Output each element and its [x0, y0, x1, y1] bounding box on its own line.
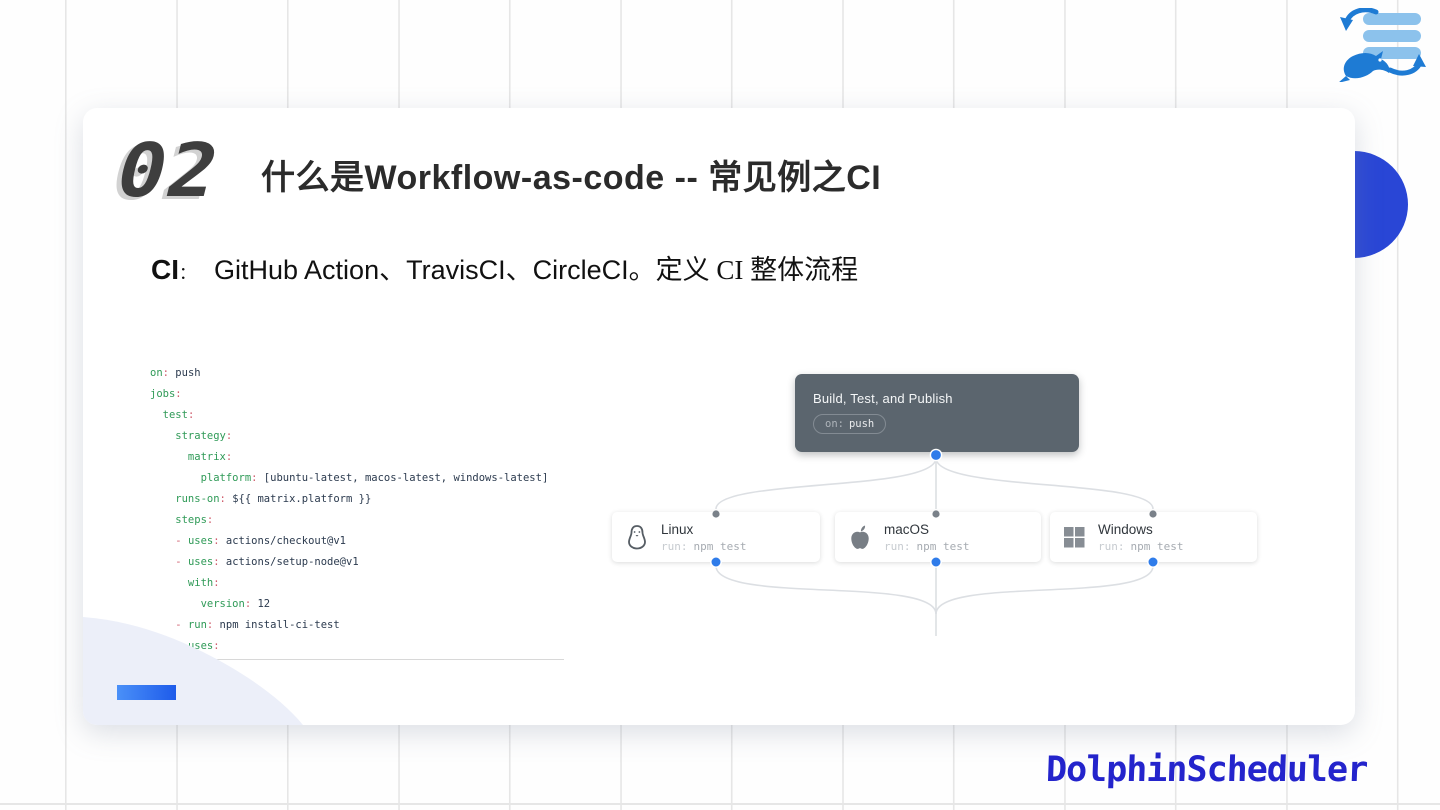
node-label: Linux: [661, 521, 694, 537]
code-line: runs-on: ${{ matrix.platform }}: [150, 493, 372, 505]
code-line: strategy:: [150, 430, 233, 442]
code-line: - uses: actions/setup-node@v1: [150, 556, 359, 568]
slide-card: 02 什么是Workflow-as-code -- 常见例之CI CI：GitH…: [83, 108, 1355, 725]
code-line: platform: [ubuntu-latest, macos-latest, …: [150, 472, 549, 484]
code-line: matrix:: [150, 451, 233, 463]
subtitle: CI： GitHub Action、TravisCI、CircleCI。定义 CI…: [151, 248, 858, 287]
node-label: Windows: [1098, 521, 1153, 537]
brand-wordmark: DolphinScheduler: [1045, 750, 1368, 790]
cycle-arrow-left-icon: [1340, 8, 1379, 31]
code-line: - run: npm install-ci-test: [150, 619, 340, 631]
accent-bar: [117, 685, 176, 700]
database-bars-icon: [1363, 13, 1421, 59]
node-macos: macOS run:npm test: [835, 512, 1041, 562]
trigger-badge-value: push: [848, 418, 875, 430]
corner-decoration: [83, 617, 303, 725]
grid-horizontal-line: [0, 803, 1440, 805]
code-line: jobs:: [150, 388, 182, 400]
root-node-title: Build, Test, and Publish: [813, 391, 953, 406]
node-run-command: run:npm test: [661, 539, 747, 553]
node-windows: Windows run:npm test: [1050, 512, 1257, 562]
cycle-arrow-right-icon: [1387, 54, 1426, 76]
code-block: on: push jobs: test: strategy: matrix: pl…: [150, 363, 564, 660]
node-linux: Linux run:npm test: [612, 512, 820, 562]
subtitle-tools: GitHub Action、TravisCI、CircleCI。: [214, 255, 656, 285]
code-line: - uses: actions/checkout@v1: [150, 535, 346, 547]
subtitle-colon: ：: [179, 264, 196, 283]
subtitle-term: CI: [151, 254, 179, 285]
code-line: with:: [150, 577, 220, 589]
code-line: steps:: [150, 514, 214, 526]
code-line: test:: [150, 409, 195, 421]
code-line: on: push: [150, 367, 201, 379]
node-label: macOS: [884, 521, 930, 537]
node-run-command: run:npm test: [1098, 539, 1184, 553]
linux-icon: [628, 525, 646, 550]
dolphin-icon: [1339, 51, 1390, 82]
code-line: version: 12: [150, 598, 271, 610]
apple-icon: [851, 525, 869, 549]
root-node: Build, Test, and Publish on: push: [795, 374, 1079, 452]
node-run-command: run:npm test: [884, 539, 970, 553]
windows-icon: [1064, 526, 1085, 547]
trigger-badge: on: push: [813, 414, 887, 434]
dolphinscheduler-logo: [1339, 8, 1426, 82]
slide-title: 什么是Workflow-as-code -- 常见例之CI: [261, 159, 882, 197]
subtitle-description: 定义 CI 整体流程: [655, 255, 859, 285]
trigger-badge-key: on:: [825, 418, 844, 430]
